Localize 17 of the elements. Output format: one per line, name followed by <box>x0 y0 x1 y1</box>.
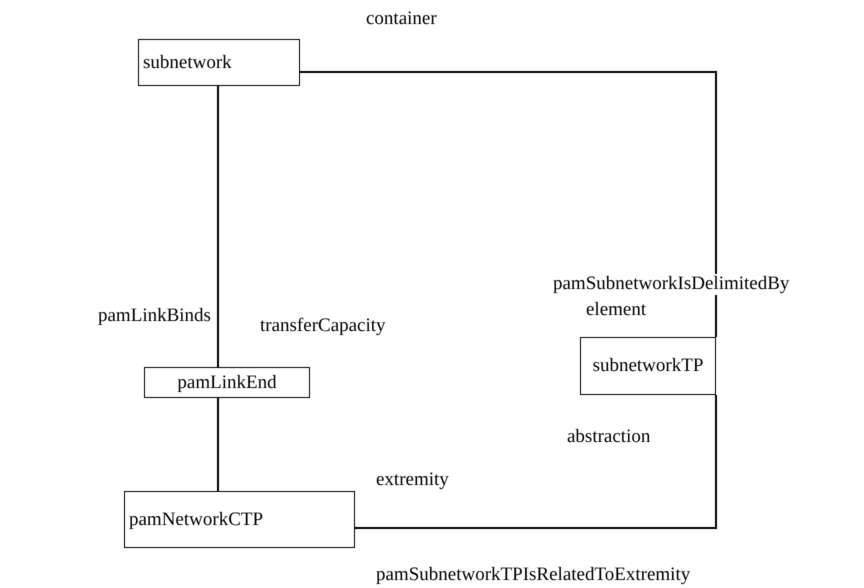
connector-line <box>300 71 717 337</box>
role-label: transferCapacity <box>260 316 386 337</box>
class-box <box>138 39 300 86</box>
class-name: subnetwork <box>143 52 232 74</box>
connector-line <box>217 86 219 367</box>
connector-line <box>355 395 717 529</box>
class-name: pamNetworkCTP <box>129 508 264 530</box>
class-box <box>124 491 355 548</box>
edge-label: pamLinkBinds <box>98 306 211 327</box>
class-box <box>580 337 716 395</box>
class-name: subnetworkTP <box>592 355 704 377</box>
edge-label: pamSubnetworkTPIsRelatedToExtremity <box>376 565 690 586</box>
edge-label: pamSubnetworkIsDelimitedBy <box>553 274 790 295</box>
class-box <box>144 367 310 398</box>
connector-line <box>217 398 219 491</box>
role-label: extremity <box>376 470 449 491</box>
class-name: pamLinkEnd <box>177 372 277 394</box>
